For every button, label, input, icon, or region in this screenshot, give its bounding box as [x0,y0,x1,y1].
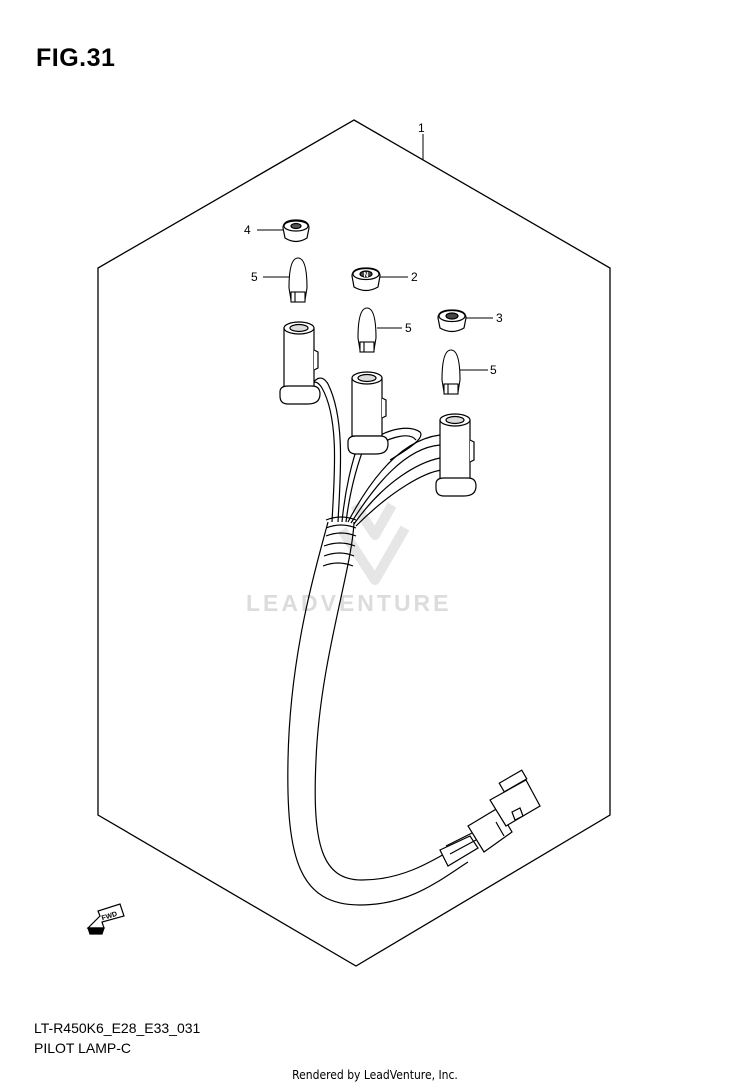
callout-5: 5 [251,270,258,284]
render-credit: Rendered by LeadVenture, Inc. [292,1068,458,1082]
model-code: LT-R450K6_E28_E33_031 [34,1020,201,1036]
part-name: PILOT LAMP-C [34,1040,131,1056]
figure-title: FIG.31 [36,44,116,72]
fwd-arrow-icon: FWD [86,903,125,935]
neutral-letter: N [363,272,368,279]
harness-connector [439,769,541,867]
callout-1: 1 [418,121,425,135]
callout-4: 4 [244,223,251,237]
watermark-text: LEADVENTURE [246,590,452,616]
watermark-logo [337,502,410,585]
wire-harness [287,377,469,906]
socket-right [435,413,477,497]
callout-5: 5 [490,363,497,377]
bulb-5-center [357,307,377,353]
leader-lines [257,134,493,371]
callout-5: 5 [405,321,412,335]
callout-3: 3 [496,311,503,325]
fwd-label: FWD [101,911,118,923]
socket-center [347,371,389,455]
bulb-5-right [441,349,461,395]
lens-cap-2: N [351,267,381,292]
lens-cap-4 [282,219,310,243]
bulb-5-left [288,257,308,303]
callout-2: 2 [411,270,418,284]
assembly-boundary [97,119,611,967]
socket-left [279,321,321,405]
lens-cap-3 [437,309,467,333]
